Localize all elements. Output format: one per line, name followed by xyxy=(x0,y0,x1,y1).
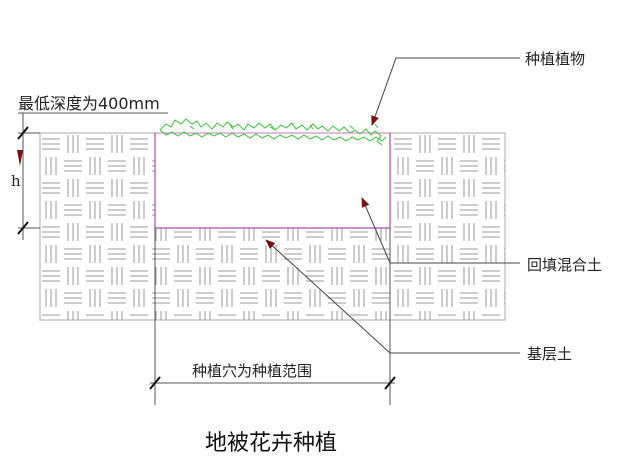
plants-leader xyxy=(371,57,520,126)
pit-width-dimension xyxy=(149,228,396,405)
backfill-label: 回填混合土 xyxy=(527,256,603,274)
h-label: h xyxy=(11,172,21,190)
plants-label: 种植植物 xyxy=(525,50,586,68)
pit-range-label: 种植穴为种植范围 xyxy=(192,362,313,380)
plant-symbols xyxy=(159,118,387,146)
planting-pit-outline xyxy=(154,133,391,229)
depth-arrow-icon xyxy=(17,150,23,166)
min-depth-label: 最低深度为400mm xyxy=(18,94,160,113)
soil-hatch xyxy=(39,132,506,321)
leader-lines xyxy=(265,57,520,354)
backfill-leader xyxy=(361,197,520,264)
base-soil-leader xyxy=(265,239,520,354)
diagram-title: 地被花卉种植 xyxy=(205,431,338,456)
depth-dimension xyxy=(17,112,168,240)
base-soil-label: 基层土 xyxy=(527,345,573,363)
